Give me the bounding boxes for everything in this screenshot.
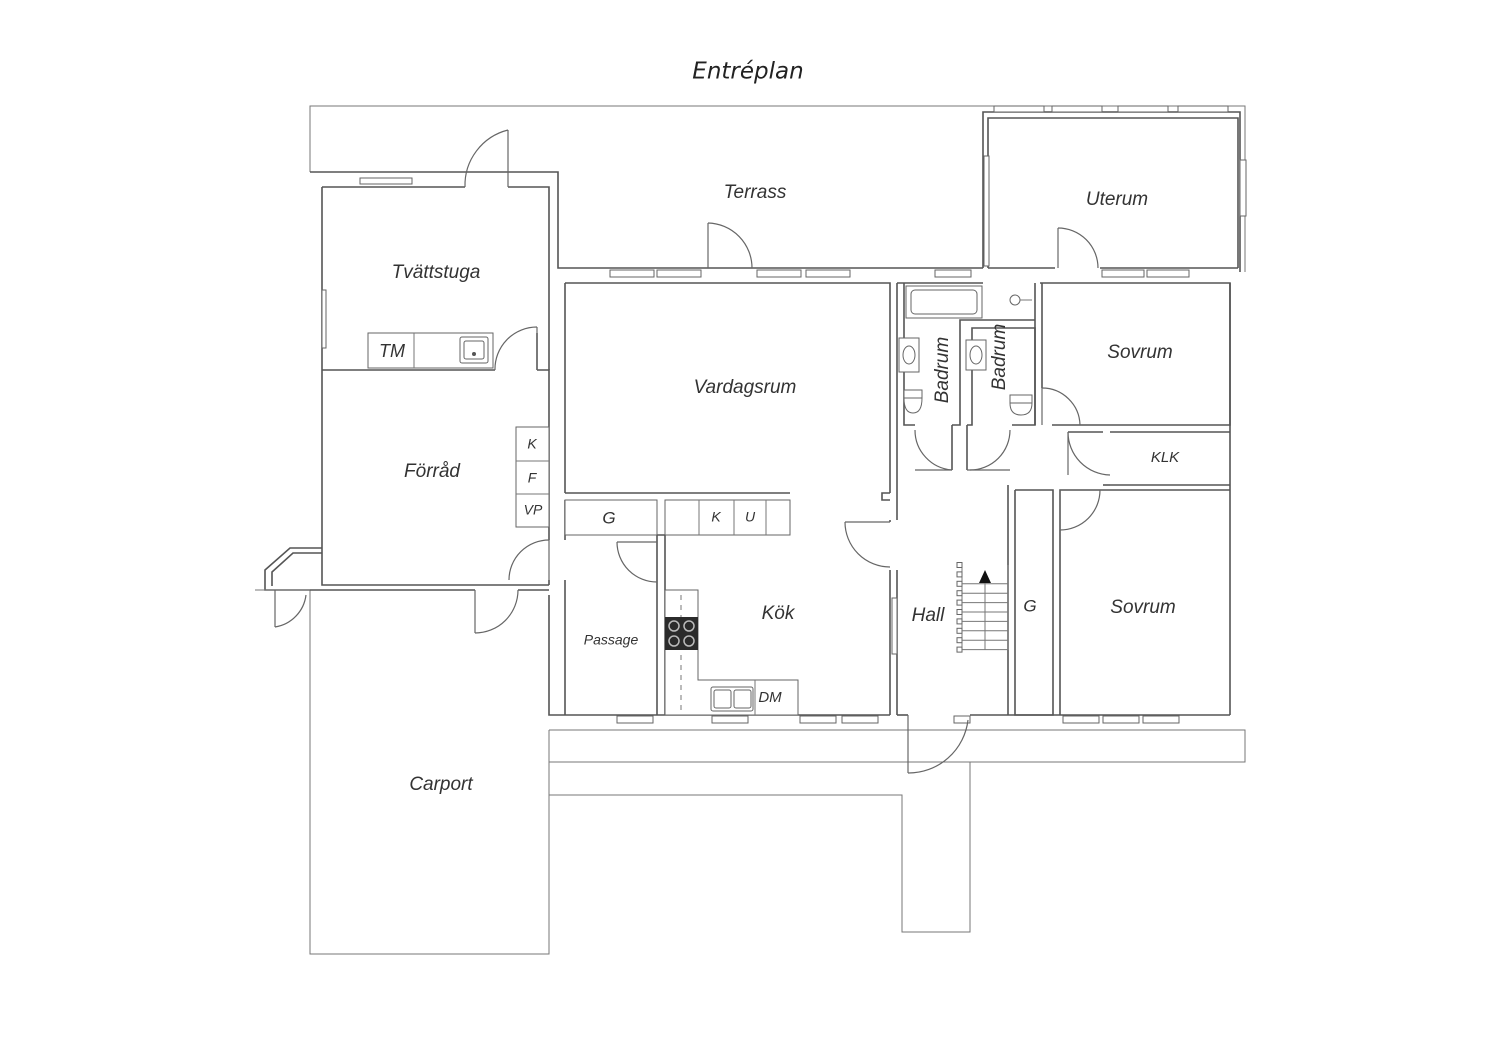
stair-step — [956, 637, 963, 644]
toilet-icon — [1009, 402, 1033, 416]
shower-icon — [1009, 294, 1021, 306]
room-label-vardagsrum: Vardagsrum — [694, 377, 797, 398]
stair-step — [956, 571, 963, 578]
room-label-badrum-2: Badrum — [989, 324, 1010, 391]
room-label-passage: Passage — [584, 632, 639, 648]
doors — [274, 129, 1111, 774]
plan-title: Entréplan — [692, 59, 803, 85]
fixtures — [367, 285, 1033, 716]
room-label-klk: KLK — [1151, 449, 1180, 466]
room-label-terrass: Terrass — [724, 182, 787, 203]
room-label-sovrum-1: Sovrum — [1107, 342, 1172, 363]
room-label-forrad: Förråd — [404, 461, 461, 482]
room-label-kok: Kök — [762, 603, 796, 624]
stair-step — [956, 646, 963, 653]
fixture-label-tm: TM — [379, 341, 405, 361]
fixture-label-k-1: K — [527, 436, 537, 452]
room-label-uterum: Uterum — [1086, 189, 1148, 210]
fixture-labels: TM K F VP G K U DM G — [379, 341, 1037, 706]
fixture-label-k-2: K — [711, 509, 721, 525]
stair-step — [956, 627, 963, 634]
fixture-label-g-1: G — [602, 508, 615, 527]
stair-step — [956, 562, 963, 568]
fixture-label-vp: VP — [524, 502, 543, 518]
room-label-hall: Hall — [912, 605, 946, 626]
windows — [321, 105, 1247, 724]
stair-step — [956, 580, 963, 587]
stair-step — [956, 599, 963, 606]
room-labels: Terrass Uterum Tvättstuga Förråd Vardags… — [392, 182, 1181, 795]
stair-step — [956, 590, 963, 597]
toilet-icon — [903, 397, 923, 414]
fixture-label-u: U — [745, 509, 756, 525]
room-label-badrum-1: Badrum — [932, 337, 953, 404]
fixture-label-dm: DM — [758, 689, 782, 706]
fixture-label-g-2: G — [1023, 596, 1036, 615]
stairs-icon — [961, 565, 1009, 650]
fixture-label-f: F — [528, 470, 538, 486]
stair-step — [956, 609, 963, 615]
room-label-tvattstuga: Tvättstuga — [392, 262, 481, 283]
room-label-sovrum-2: Sovrum — [1110, 597, 1175, 618]
stair-step — [956, 618, 963, 625]
room-label-carport: Carport — [409, 774, 473, 795]
